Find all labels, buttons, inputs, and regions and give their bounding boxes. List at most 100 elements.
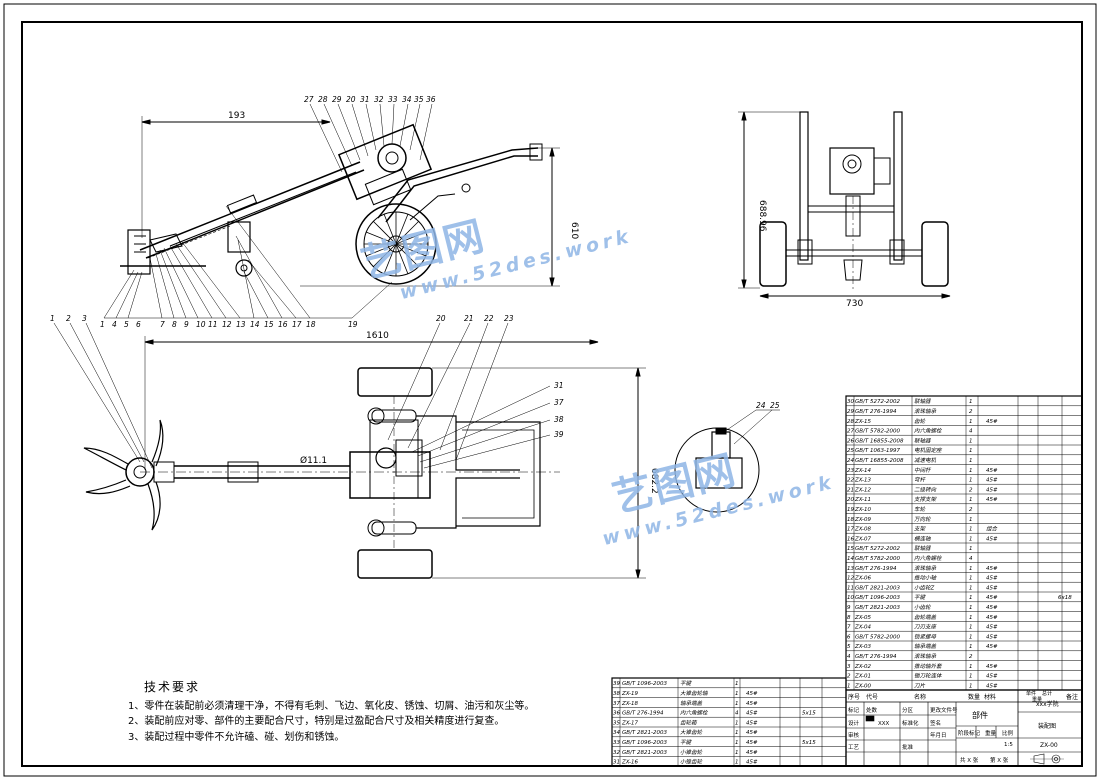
- bom-row-material: 45#: [986, 644, 998, 650]
- bom-row-qty: 1: [969, 458, 973, 464]
- bom-row-material: 45#: [986, 674, 998, 680]
- callout: 35: [414, 95, 424, 104]
- bom-row-material: 45#: [746, 760, 758, 766]
- bom-row-name: 电机固定座: [914, 447, 943, 454]
- bom-row-seq: 23: [847, 468, 854, 474]
- bom-row-qty: 2: [969, 654, 973, 660]
- title-block: [845, 689, 1083, 767]
- bom-row-qty: 1: [969, 399, 973, 405]
- bom-row-material: 45#: [986, 478, 998, 484]
- bom-row-name: 横连轴: [914, 535, 931, 542]
- side-view: 193 610: [103, 103, 579, 319]
- tech-note-item: 2、装配前应对零、部件的主要配合尺寸，特别是过盈配合尺寸及相关精度进行复查。: [128, 716, 505, 727]
- dim-730: 730: [846, 299, 863, 309]
- bom-row-seq: 2: [847, 674, 851, 680]
- bom-row-name: 刀刃支座: [914, 624, 938, 631]
- tb-stage: 阶段标记: [958, 729, 981, 737]
- projection-symbol: [1030, 753, 1064, 765]
- bom-row-name: 小齿轮: [914, 604, 931, 611]
- hdr-qty: 数量: [968, 693, 980, 701]
- bom-row-name: 联轴器: [914, 437, 931, 444]
- bom-row-seq: 4: [847, 654, 851, 660]
- hdr-remark: 备注: [1066, 693, 1078, 701]
- bom-row-name: 刀片: [914, 682, 926, 689]
- bom-row-code: GB/T 276-1994: [855, 566, 897, 572]
- bom-row-qty: 1: [735, 681, 739, 687]
- bom-row-code: GB/T 16855-2008: [855, 438, 904, 444]
- bom-row-qty: 1: [969, 595, 973, 601]
- tb-change: 更改文件号: [930, 706, 958, 714]
- callout: 28: [318, 95, 328, 104]
- bom-row-code: GB/T 1096-2003: [622, 681, 667, 687]
- bom-row-seq: 29: [847, 409, 854, 415]
- callout: 1: [50, 314, 55, 323]
- bom-row-qty: 1: [969, 419, 973, 425]
- bom-row-seq: 3: [847, 664, 851, 670]
- detail-view: [674, 409, 780, 513]
- bom-row-code: GB/T 5782-2000: [855, 429, 900, 435]
- bom-row-remark: 5x15: [802, 711, 816, 717]
- callout: 39: [554, 430, 564, 439]
- bom-row-seq: 5: [847, 644, 851, 650]
- hdr-seq: 序号: [848, 693, 860, 701]
- plan-view: 1610 682.2 Ø11.1: [53, 322, 659, 579]
- bom-row-code: ZX-14: [854, 468, 872, 474]
- tb-school: xxx学院: [1036, 700, 1059, 708]
- bom-row-material: 45#: [986, 595, 998, 601]
- tech-notes-title: 技术要求: [144, 680, 201, 694]
- bom-row-code: ZX-07: [854, 536, 872, 542]
- bom-row-code: GB/T 2821-2003: [855, 585, 900, 591]
- bom-row-code: ZX-13: [854, 478, 872, 484]
- bom-row-code: ZX-01: [854, 674, 871, 680]
- bom-row-qty: 1: [969, 585, 973, 591]
- bom-row-seq: 16: [847, 536, 854, 542]
- bom-row-seq: 14: [847, 556, 854, 562]
- bom-row-name: 轴承端盖: [914, 643, 937, 650]
- callout: 32: [374, 95, 384, 104]
- bom-row-code: ZX-16: [621, 760, 639, 766]
- bom-row-qty: 1: [969, 634, 973, 640]
- bom-row-seq: 17: [847, 527, 854, 533]
- bom-row-code: ZX-19: [621, 691, 639, 697]
- tb-approve: 批准: [902, 743, 914, 751]
- bom-row-seq: 36: [613, 711, 620, 717]
- bom-row-material: 45#: [986, 625, 998, 631]
- bom-row-code: GB/T 276-1994: [855, 409, 897, 415]
- callouts-plan: 1 2 3 20 21 22 23 31 37 38 39: [50, 314, 564, 439]
- callout: 3: [82, 314, 87, 323]
- bom-row-material: 组合: [986, 526, 998, 533]
- tb-scale: 1:5: [1004, 742, 1013, 748]
- bom-row-qty: 1: [969, 468, 973, 474]
- callout: 12: [222, 320, 232, 329]
- bom-row-code: GB/T 2821-2003: [622, 750, 667, 756]
- bom-row-seq: 27: [847, 429, 854, 435]
- tb-check: 审核: [848, 731, 860, 739]
- bom-row-name: 小锥齿轮: [680, 759, 703, 766]
- bom-row-code: ZX-00: [854, 683, 872, 689]
- tb-sign: 签名: [930, 719, 941, 727]
- bom-row-code: ZX-09: [854, 517, 872, 523]
- bom-row-seq: 13: [847, 566, 854, 572]
- bom-row-seq: 39: [613, 681, 620, 687]
- bom-row-material: 45#: [746, 691, 758, 697]
- bom-row-seq: 21: [847, 487, 854, 493]
- bom-row-material: 45#: [986, 683, 998, 689]
- bom-row-name: 大锥齿轮轴: [680, 690, 708, 697]
- bom-row-remark: 5x15: [802, 740, 816, 746]
- bom-row-qty: 1: [969, 615, 973, 621]
- tb-count: 处数: [866, 706, 878, 714]
- bom-row-qty: 1: [969, 517, 973, 523]
- bom-row-qty: 1: [969, 664, 973, 670]
- callout: 34: [402, 95, 412, 104]
- bom-row-name: 小齿轮Z: [914, 584, 935, 591]
- bom-row-qty: 1: [735, 760, 739, 766]
- callout: 7: [160, 320, 165, 329]
- bom-row-code: ZX-03: [854, 644, 872, 650]
- hdr-weight: 重量: [1032, 696, 1042, 703]
- bom-row-seq: 38: [613, 691, 620, 697]
- callout: 38: [554, 415, 564, 424]
- bom-row-name: 平键: [680, 739, 693, 746]
- title-block-text: 序号 代号 名称 数量 材料 单件 总计 重量 备注 标记 处数 分区 更改文件…: [848, 690, 1078, 764]
- callouts-bottom: 1 4 5 6 7 8 9 10 11 12 13 14 15 16 17 18…: [100, 320, 358, 329]
